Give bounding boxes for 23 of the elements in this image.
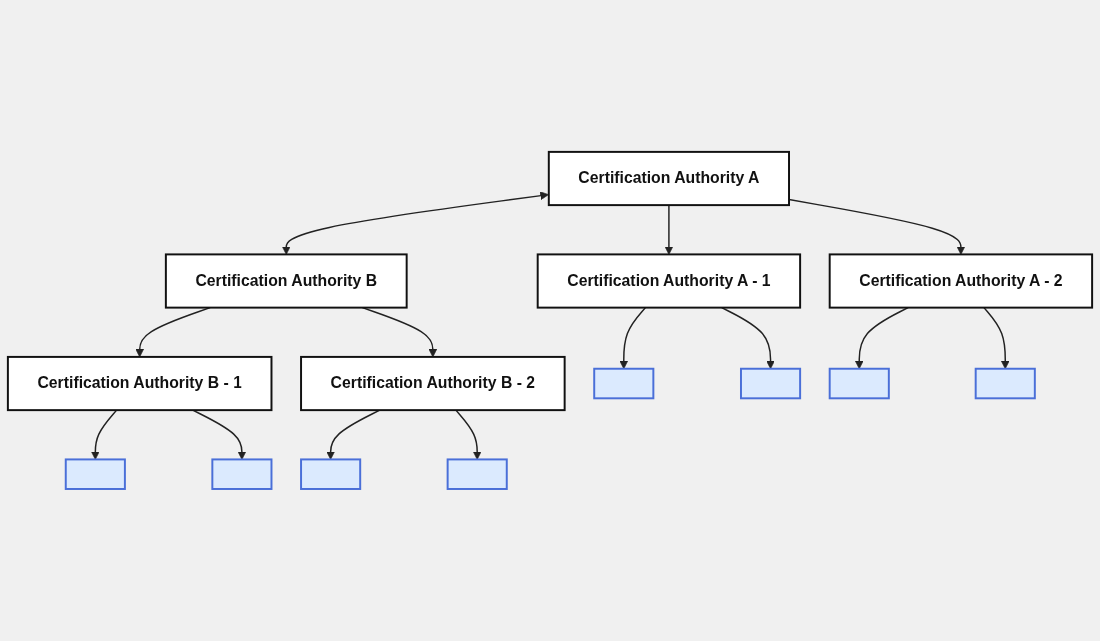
node-box: Certification Authority B	[164, 253, 408, 309]
node-box	[300, 458, 362, 491]
arrow	[455, 409, 482, 460]
node-box	[593, 367, 655, 400]
node-box	[974, 367, 1036, 400]
node-box: Certification Authority A - 1	[536, 253, 802, 309]
arrow	[854, 306, 909, 370]
node-box: Certification Authority B - 1	[6, 356, 273, 412]
node-box: Certification Authority B - 2	[300, 356, 566, 412]
arrow	[192, 409, 247, 460]
arrow	[664, 204, 674, 255]
node-box	[64, 458, 126, 491]
arrow	[91, 409, 118, 460]
node-box	[740, 367, 802, 400]
arrow	[281, 191, 549, 255]
arrow	[619, 306, 647, 370]
node-box: Certification Authority A - 2	[828, 253, 1094, 309]
arrow	[983, 306, 1010, 370]
node-box: Certification Authority A	[547, 150, 790, 207]
node-box	[828, 367, 890, 400]
node-box	[211, 458, 273, 491]
arrow	[326, 409, 381, 460]
node-box	[446, 458, 508, 491]
